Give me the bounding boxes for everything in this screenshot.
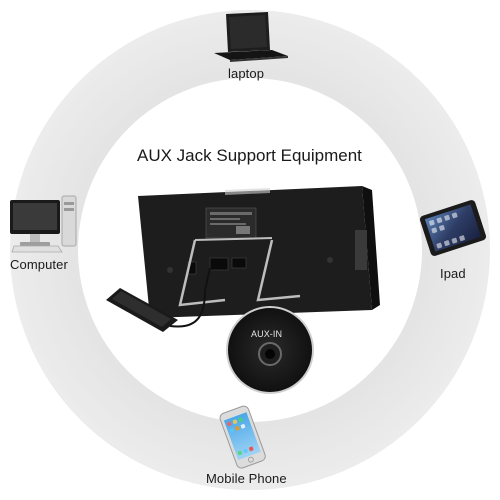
- connected-phone-icon: [106, 288, 178, 332]
- aux-in-label: AUX-IN: [251, 329, 283, 339]
- mobile-phone-label: Mobile Phone: [206, 471, 287, 486]
- laptop-icon: [214, 12, 288, 62]
- computer-label: Computer: [10, 257, 68, 272]
- ipad-label: Ipad: [440, 266, 466, 281]
- smartphone-icon: [219, 405, 266, 469]
- diagram-title: AUX Jack Support Equipment: [137, 146, 362, 165]
- desktop-computer-icon: [10, 195, 77, 253]
- aux-jack-icon: [226, 306, 314, 394]
- aux-cable: [169, 267, 211, 328]
- laptop-label: laptop: [228, 66, 265, 81]
- speaker-device-icon: [138, 186, 380, 318]
- tablet-icon: [419, 200, 487, 256]
